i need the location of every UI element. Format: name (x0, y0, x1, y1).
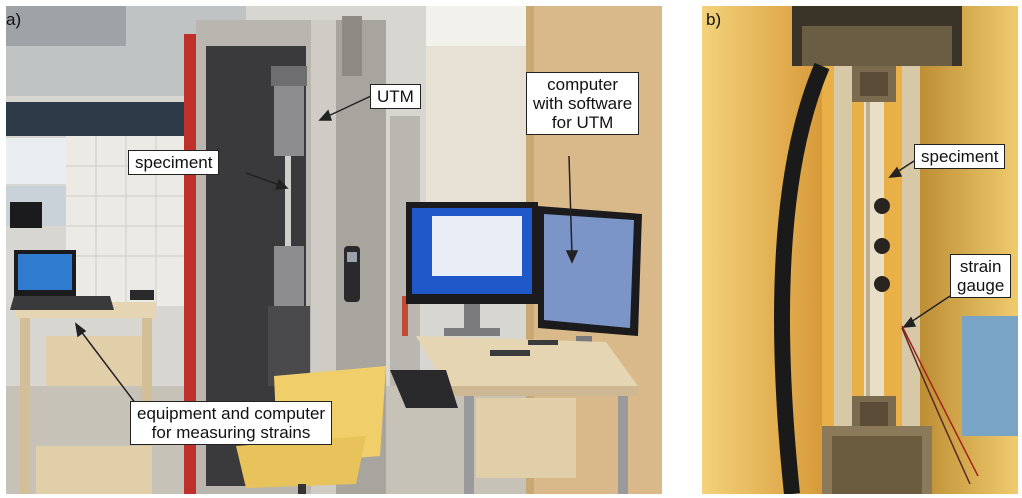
callout-computer-software: computer with software for UTM (526, 72, 640, 135)
callout-strain-gauge: strain gauge (950, 254, 1012, 298)
photo-panel-a: a) UTM computer with software for UTM sp… (6, 6, 662, 494)
callout-strain-line-1: strain (959, 257, 1002, 276)
callout-computer-line-2: with software (533, 94, 633, 113)
lab-photo-b (702, 6, 1018, 494)
callout-speciment-b-text: speciment (921, 147, 999, 166)
callout-equipment-line-2: for measuring strains (151, 423, 311, 442)
panel-b-label: b) (706, 10, 722, 29)
callout-speciment-b: speciment (914, 144, 1006, 169)
callout-computer-line-3: for UTM (551, 113, 614, 132)
callout-speciment-a-text: speciment (135, 153, 213, 172)
panel-a-label: a) (6, 10, 22, 29)
callout-speciment-a: speciment (128, 150, 220, 175)
callout-equipment: equipment and computer for measuring str… (130, 401, 333, 445)
callout-utm: UTM (370, 84, 421, 109)
callout-computer-line-1: computer (547, 75, 619, 94)
callout-utm-text: UTM (377, 87, 414, 106)
callout-strain-line-2: gauge (957, 276, 1005, 295)
callout-equipment-line-1: equipment and computer (137, 404, 326, 423)
photo-panel-b: b) speciment strain gauge (702, 6, 1018, 494)
